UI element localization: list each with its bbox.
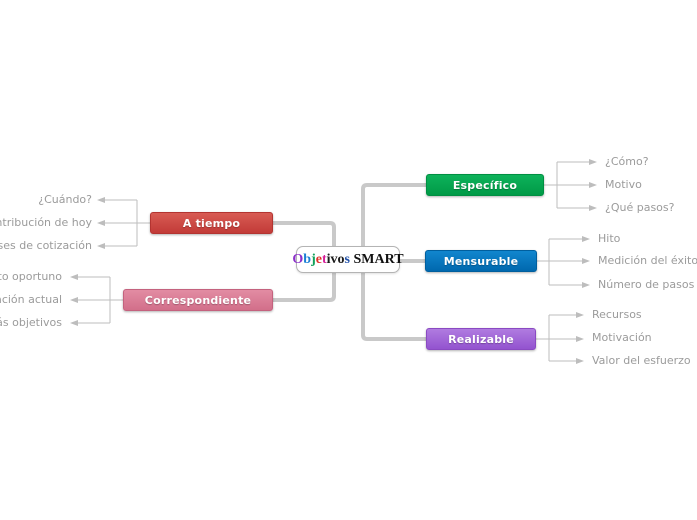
child-topic-label[interactable]: ¿Cómo? — [605, 155, 649, 168]
center-node-objetivos-smart[interactable]: Objetivos SMART — [292, 246, 404, 273]
twig-mensurable — [537, 238, 582, 286]
topic-especifico[interactable]: Específico — [426, 174, 544, 196]
child-topic-label[interactable]: más objetivos — [0, 316, 62, 329]
topic-label: Realizable — [448, 332, 514, 346]
child-topic-label[interactable]: Recursos — [592, 308, 642, 321]
child-topic-label[interactable]: tuación actual — [0, 293, 62, 306]
topic-label: Específico — [452, 178, 518, 192]
child-topic-label[interactable]: ento oportuno — [0, 270, 62, 283]
center-title: Objetivos SMART — [292, 251, 404, 267]
child-topic-label[interactable]: ¿Qué pasos? — [605, 201, 675, 214]
topic-label: Mensurable — [443, 254, 519, 268]
twig-especifico — [544, 161, 589, 209]
child-topic-label[interactable]: Número de pasos — [598, 278, 695, 291]
child-topic-label[interactable]: ¿Cuándo? — [38, 193, 92, 206]
topic-label: Correspondiente — [144, 293, 252, 307]
child-topic-label[interactable]: Contribución de hoy — [0, 216, 92, 229]
topic-a-tiempo[interactable]: A tiempo — [150, 212, 273, 234]
topic-mensurable[interactable]: Mensurable — [425, 250, 537, 272]
child-topic-label[interactable]: Motivo — [605, 178, 642, 191]
twig-realizable — [536, 314, 576, 362]
child-topic-label[interactable]: meses de cotización — [0, 239, 92, 252]
child-topic-label[interactable]: Motivación — [592, 331, 652, 344]
twig-a-tiempo — [105, 199, 150, 247]
topic-correspondiente[interactable]: Correspondiente — [123, 289, 273, 311]
twig-arrowheads — [70, 159, 597, 364]
child-twig-connectors — [78, 161, 589, 362]
child-topic-label[interactable]: Medición del éxito — [598, 254, 697, 267]
topic-realizable[interactable]: Realizable — [426, 328, 536, 350]
child-topic-label[interactable]: Hito — [598, 232, 621, 245]
topic-label: A tiempo — [182, 216, 241, 230]
twig-correspondiente — [78, 276, 123, 324]
child-topic-label[interactable]: Valor del esfuerzo — [592, 354, 691, 367]
